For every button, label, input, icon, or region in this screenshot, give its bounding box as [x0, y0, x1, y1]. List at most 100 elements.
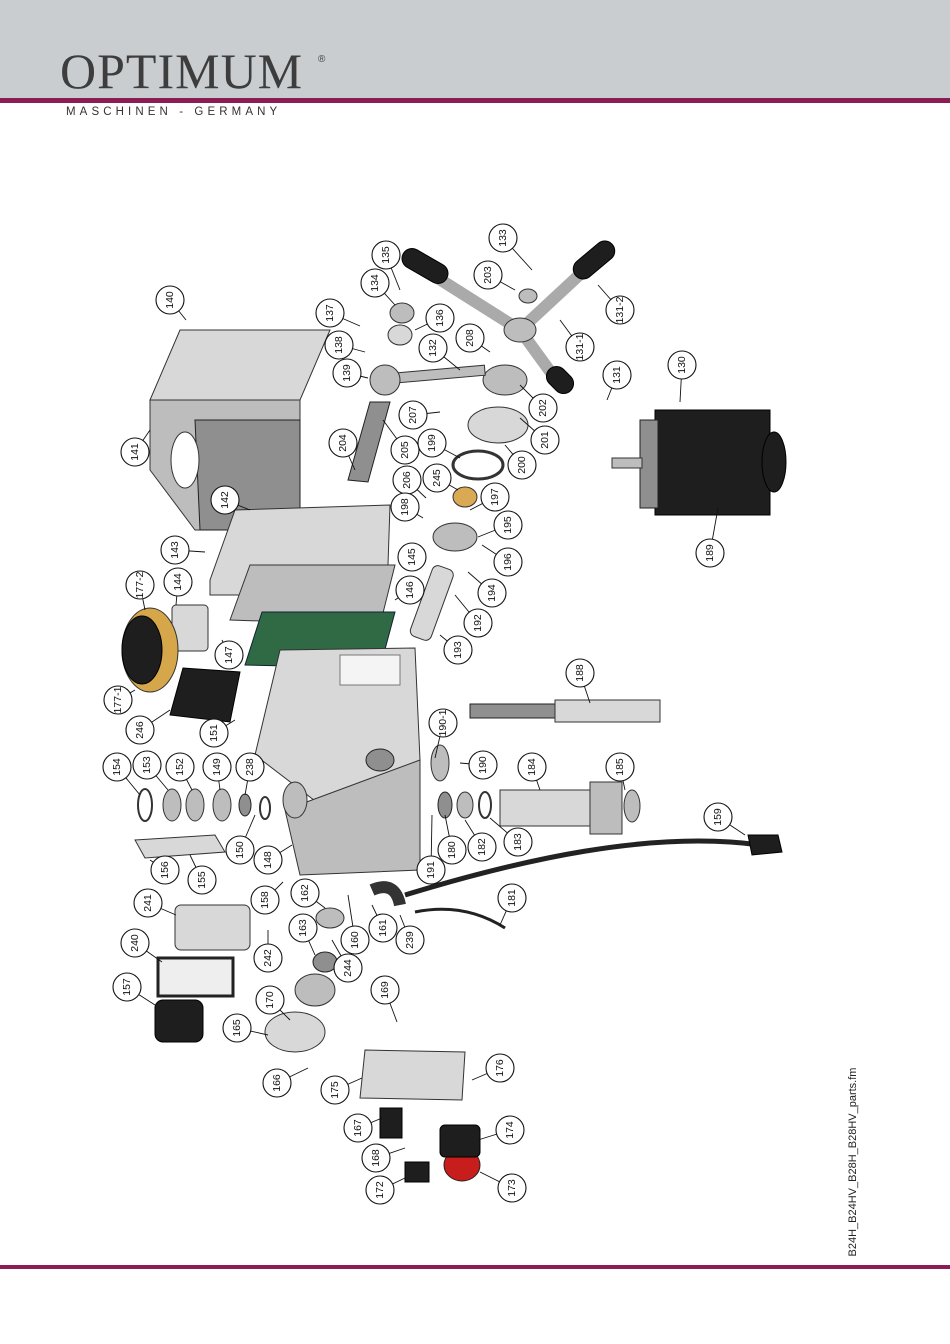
- part-cable-159: [404, 838, 761, 898]
- callout-label: 160: [349, 931, 361, 949]
- callout-label: 202: [537, 399, 549, 417]
- callout-circle: [255, 985, 285, 1015]
- callout-circle: [437, 835, 467, 865]
- callout-label: 149: [211, 758, 223, 776]
- callout-label: 204: [337, 434, 349, 452]
- callout-label: 131: [611, 366, 623, 384]
- callout-label: 134: [369, 274, 381, 292]
- callout-157: 157: [112, 972, 156, 1006]
- callout-circle: [397, 542, 427, 572]
- callout-label: 208: [464, 329, 476, 347]
- callout-203: 203: [473, 260, 516, 291]
- callout-circle: [417, 428, 447, 458]
- callout-140: 140: [155, 285, 187, 321]
- callout-174: 174: [477, 1115, 525, 1145]
- footer-rule: [0, 1265, 950, 1269]
- callout-label: 195: [502, 516, 514, 534]
- callout-circle: [155, 285, 185, 315]
- callout-circle: [455, 323, 485, 353]
- part-bearing-185: [623, 789, 641, 823]
- callout-141: 141: [120, 429, 151, 467]
- callout-138: 138: [324, 330, 366, 360]
- callout-label: 156: [159, 861, 171, 879]
- callout-label: 205: [399, 441, 411, 459]
- callout-circle: [390, 435, 420, 465]
- callout-240: 240: [120, 928, 163, 963]
- callout-label: 148: [262, 851, 274, 869]
- callout-circle: [463, 608, 493, 638]
- callout-132: 132: [418, 333, 461, 371]
- callout-label: 193: [452, 641, 464, 659]
- callout-label: 161: [377, 919, 389, 937]
- part-hose-181: [414, 907, 506, 930]
- part-plate-155: [134, 834, 226, 859]
- callout-label: 135: [380, 246, 392, 264]
- part-182: [456, 791, 474, 819]
- callout-130: 130: [667, 350, 697, 403]
- callout-label: 131-1: [574, 333, 586, 360]
- callout-154: 154: [102, 752, 141, 796]
- callout-label: 189: [704, 544, 716, 562]
- callout-200: 200: [504, 444, 537, 480]
- part-hub-200: [467, 406, 529, 444]
- part-190: [430, 744, 450, 782]
- callout-circle: [120, 437, 150, 467]
- callout-circle: [390, 492, 420, 522]
- callout-circle: [315, 298, 345, 328]
- part-shaft-193: [409, 565, 454, 641]
- callout-circle: [565, 658, 595, 688]
- callout-label: 192: [472, 614, 484, 632]
- callout-circle: [320, 1075, 350, 1105]
- callout-label: 163: [297, 919, 309, 937]
- callout-172: 172: [365, 1175, 406, 1205]
- callout-circle: [250, 885, 280, 915]
- brand-logo: OPTIMUM: [60, 43, 304, 99]
- callout-circle: [602, 360, 632, 390]
- callout-circle: [133, 888, 163, 918]
- callout-label: 181: [506, 889, 518, 907]
- callout-155: 155: [187, 854, 217, 895]
- callout-circle: [368, 913, 398, 943]
- callout-label: 167: [352, 1119, 364, 1137]
- callout-label: 147: [223, 646, 235, 664]
- callout-label: 197: [489, 488, 501, 506]
- part-136: [387, 324, 413, 346]
- callout-circle: [360, 268, 390, 298]
- callout-180: 180: [437, 814, 467, 865]
- callout-label: 198: [399, 498, 411, 516]
- callout-label: 246: [134, 721, 146, 739]
- callout-circle: [120, 928, 150, 958]
- callout-207: 207: [398, 400, 441, 430]
- part-motor-189: [611, 409, 787, 516]
- callout-139: 139: [332, 358, 369, 388]
- part-switch-157: [154, 999, 204, 1043]
- part-star-handle-131: [401, 240, 616, 395]
- part-172: [404, 1161, 430, 1183]
- part-180: [437, 791, 453, 819]
- callout-label: 136: [434, 309, 446, 327]
- callout-label: 138: [333, 336, 345, 354]
- callout-circle: [530, 425, 560, 455]
- callout-circle: [422, 463, 452, 493]
- callout-158: 158: [250, 881, 284, 915]
- callout-177-1: 177-1: [103, 685, 136, 715]
- callout-label: 157: [121, 978, 133, 996]
- callout-circle: [703, 802, 733, 832]
- callout-160: 160: [340, 894, 370, 955]
- callout-circle: [288, 913, 318, 943]
- callout-label: 206: [401, 471, 413, 489]
- callout-circle: [210, 485, 240, 515]
- callout-142: 142: [210, 485, 251, 515]
- callout-circle: [187, 865, 217, 895]
- callout-circle: [480, 482, 510, 512]
- callout-circle: [125, 715, 155, 745]
- part-163a: [312, 951, 338, 973]
- callout-label: 242: [262, 949, 274, 967]
- callout-193: 193: [439, 634, 473, 665]
- callout-circle: [528, 393, 558, 423]
- callout-189: 189: [695, 507, 725, 568]
- part-strip-205: [347, 401, 391, 483]
- part-frame-240: [156, 956, 235, 998]
- callout-label: 159: [712, 808, 724, 826]
